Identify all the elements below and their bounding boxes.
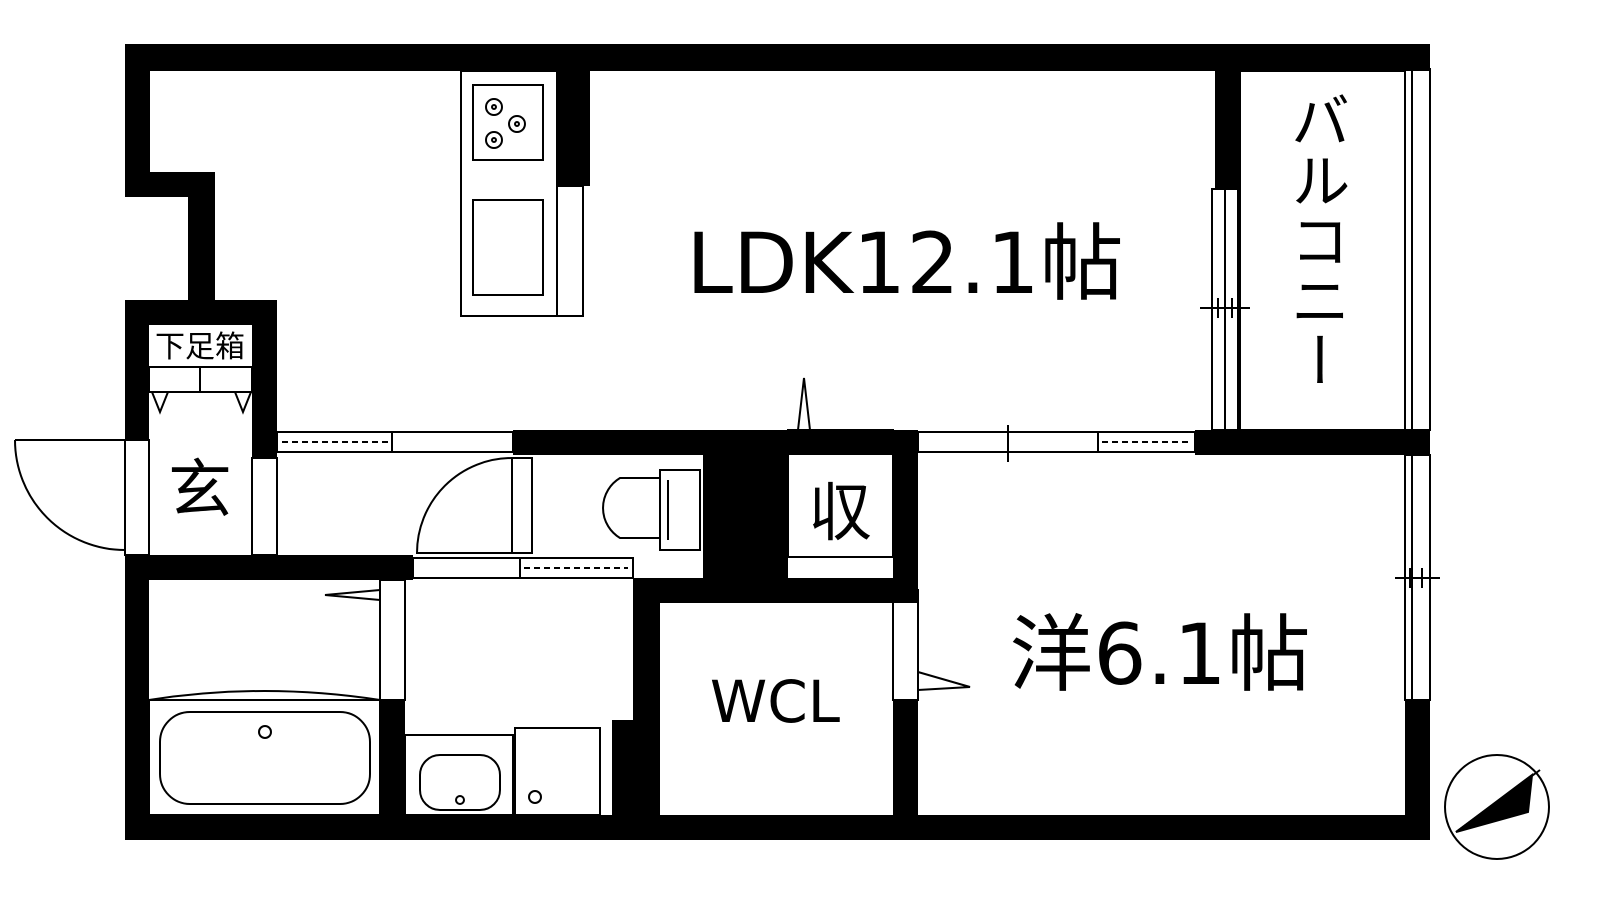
room-label-storage: 収 — [808, 477, 872, 551]
room-label-balcony: バルコニー — [1280, 90, 1350, 390]
room-label-western: 洋6.1帖 — [1009, 606, 1311, 704]
stove-burner-icon — [485, 98, 526, 149]
room-label-walk-in-closet: WCL — [710, 668, 840, 736]
compass-icon — [1444, 754, 1550, 860]
washing-machine-icon — [514, 727, 601, 816]
sliding-doors — [276, 425, 1196, 579]
room-label-entrance: 玄 — [168, 454, 232, 528]
room-label-ldk: LDK12.1帖 — [686, 215, 1124, 313]
toilet-icon — [602, 469, 701, 551]
bathtub-icon — [148, 690, 381, 816]
washbasin-icon — [404, 734, 514, 816]
room-label-shoe-box: 下足箱 — [155, 330, 245, 365]
outer-walls — [125, 44, 1430, 840]
interior-walls — [149, 44, 1430, 840]
shoe-box — [142, 323, 259, 415]
kitchen-counter — [460, 70, 584, 317]
balcony-area — [1239, 70, 1406, 431]
hinged-doors — [14, 377, 971, 701]
